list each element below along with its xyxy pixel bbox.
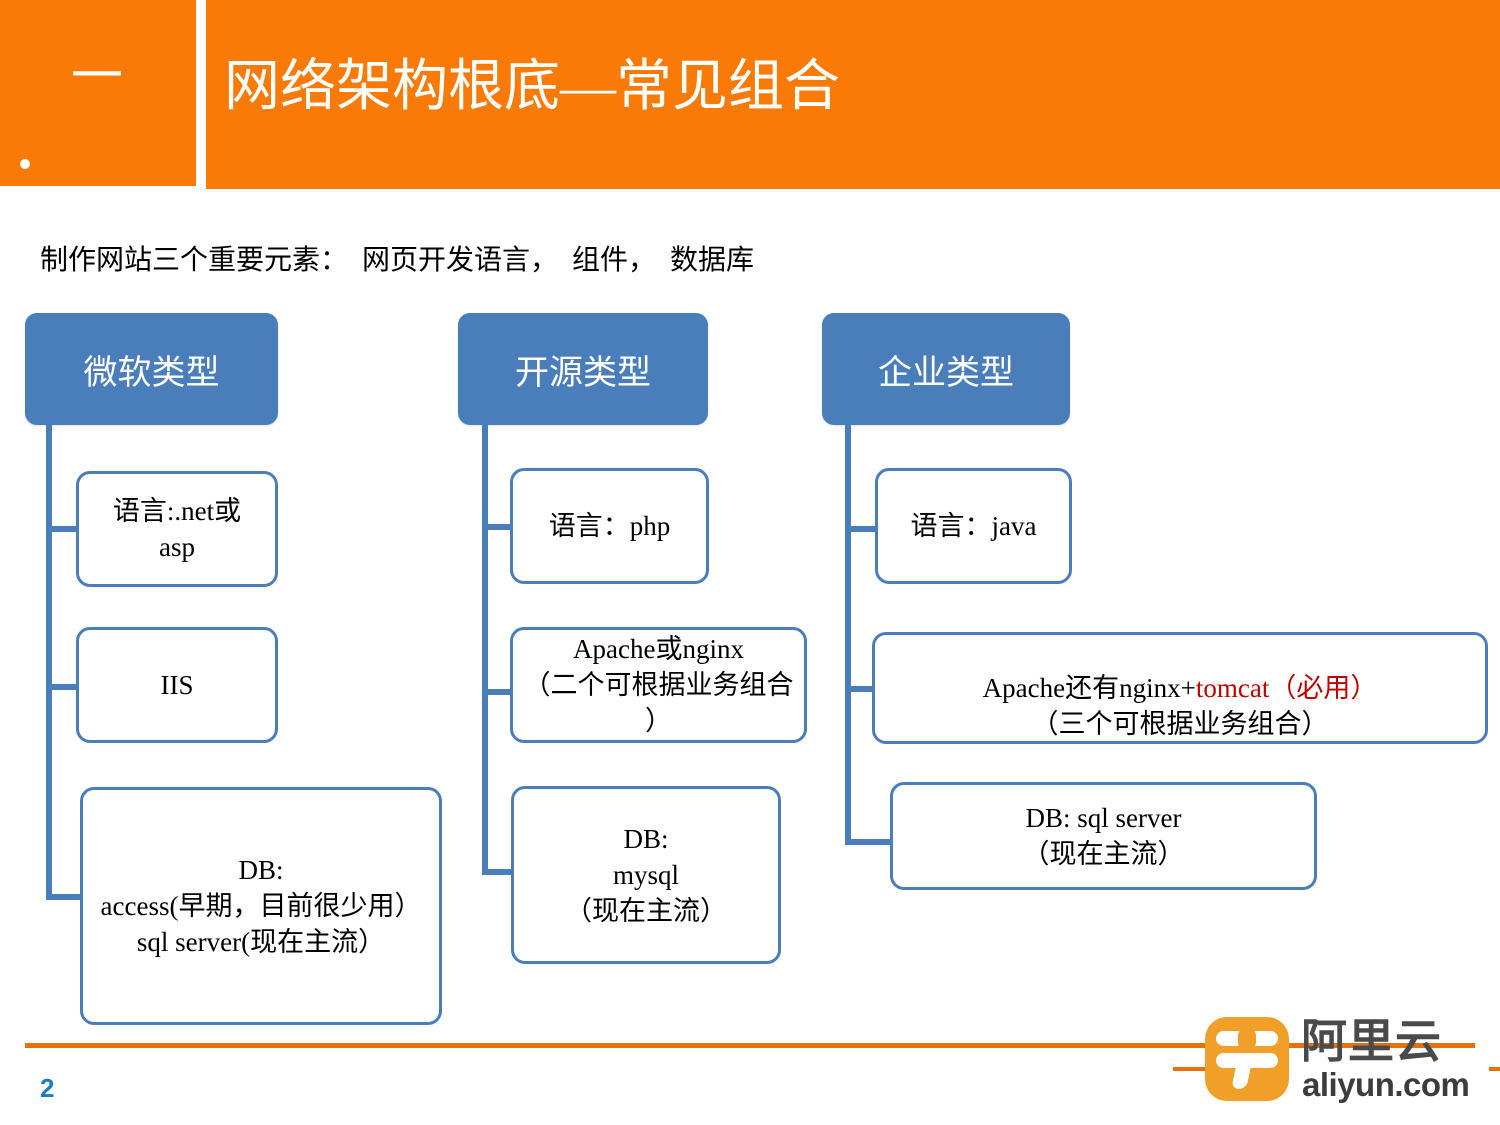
node-enterprise-webserver-post: （三个可根据业务组合） [1031,709,1329,739]
connector-branch-1-1 [46,526,78,532]
connector-branch-1-3 [46,894,82,900]
header-title-panel: 网络架构根底—常见组合 [206,0,1500,189]
node-opensource-database[interactable]: DB: mysql （现在主流） [511,786,781,964]
logo-dash-left-icon [1173,1067,1207,1071]
connector-trunk-1 [46,425,52,900]
node-microsoft-webserver[interactable]: IIS [76,627,278,743]
node-opensource-webserver[interactable]: Apache或nginx （二个可根据业务组合 ） [510,627,807,743]
node-microsoft-database[interactable]: DB: access(早期，目前很少用） sql server(现在主流） [80,787,442,1025]
logo-dash-right-icon [1489,1067,1500,1071]
connector-branch-2-1 [482,524,514,530]
node-head-opensource[interactable]: 开源类型 [458,313,708,425]
subtitle-text: 制作网站三个重要元素： 网页开发语言， 组件， 数据库 [40,245,755,276]
connector-trunk-2 [482,425,488,875]
connector-branch-2-3 [482,869,514,875]
logo-text-en: aliyun.com [1302,1066,1470,1103]
node-enterprise-webserver-pre: Apache还有nginx+ [982,673,1196,703]
node-head-enterprise[interactable]: 企业类型 [822,313,1070,425]
node-head-microsoft[interactable]: 微软类型 [25,313,278,425]
connector-branch-2-2 [482,689,514,695]
aliyun-logo: 阿里云 aliyun.com [1173,1015,1500,1107]
bullet-dot-icon [20,159,30,169]
footer-divider [25,1043,1475,1048]
connector-branch-3-3 [845,839,895,845]
node-enterprise-database[interactable]: DB: sql server （现在主流） [890,782,1317,890]
section-number: 一 [70,49,125,106]
node-microsoft-language[interactable]: 语言:.net或 asp [76,471,278,587]
node-enterprise-webserver[interactable]: Apache还有nginx+tomcat（必用） （三个可根据业务组合） [872,632,1488,744]
header-number-panel: 一 [0,0,196,186]
page-title: 网络架构根底—常见组合 [224,56,840,118]
page-number: 2 [40,1073,55,1103]
logo-text-cn: 阿里云 [1301,1015,1442,1067]
node-enterprise-webserver-highlight: tomcat（必用） [1195,673,1378,703]
node-enterprise-language[interactable]: 语言：java [875,468,1072,584]
connector-branch-1-2 [46,684,78,690]
connector-branch-3-1 [845,526,877,532]
connector-branch-3-2 [845,686,877,692]
aliyun-cloud-icon [1205,1017,1289,1101]
node-opensource-language[interactable]: 语言：php [510,468,709,584]
connector-trunk-3 [845,425,851,845]
